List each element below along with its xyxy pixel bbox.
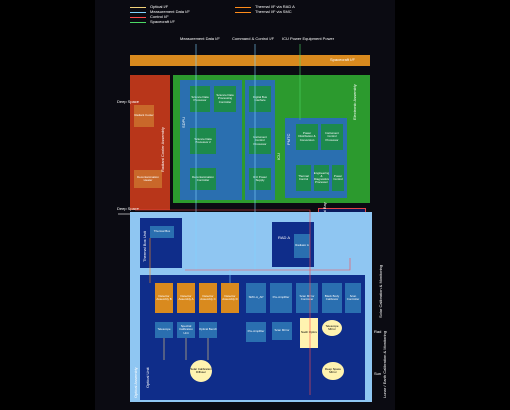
icu-power-label: ICU Power Equipment Power [282, 36, 335, 41]
detector-assembly-b: Detector Assembly B [155, 283, 173, 313]
legend-swatch-thermal-smc [235, 12, 251, 13]
pmtc-block-1: Power Distribution & Conversion [296, 124, 318, 150]
icu-block-3: ICU Power Supply [249, 168, 271, 190]
legend-label-thermal-rad: Thermal I/F via RAD A [255, 4, 295, 9]
telescope-block: Telescope [155, 322, 173, 338]
rad-label: Rad [374, 329, 382, 334]
detector-assembly-a: Detector Assembly A [177, 283, 195, 313]
legend-swatch-control [130, 17, 146, 18]
legend-label-measurement: Measurement Data I/F [150, 9, 190, 14]
sdpu-block-3: Science Data Processor 2 [190, 128, 216, 154]
spacecraft-if-label: Spacecraft I/F [330, 57, 355, 62]
solar-calibration-diffuser-block: Solar Calibration Diffuser [190, 360, 212, 382]
radiant-cooler-block: Radiant Cooler [134, 105, 154, 127]
measurement-data-if-label: Measurement Data I/F [180, 36, 220, 41]
legend-swatch-measurement [130, 12, 146, 13]
sdpu-block-4: Decontamination Controller [190, 168, 216, 190]
smc-a-ap-block: SMC-A_AP [246, 283, 266, 313]
sdpu-block-2: Science Data Processing Controller [214, 86, 236, 112]
icu-block-1: Digital Bus Interface [249, 86, 271, 112]
pmtc-block-5: Power Control [332, 165, 344, 191]
legend-swatch-thermal-rad [235, 7, 251, 8]
legend-label-optical: Optical I/F [150, 4, 169, 9]
deep-space-label-2: Deep Space [117, 206, 140, 211]
legend-label-thermal-smc: Thermal I/F via SMC [255, 9, 292, 14]
sdpu-block-1: Science Data Processor [190, 86, 210, 112]
optical-bench-block: Optical Bench [199, 322, 217, 338]
deep-space-mirror-block: Deep Space Mirror [322, 362, 344, 380]
nadir-optics-block: Nadir Optics [300, 318, 318, 348]
legend-swatch-spacecraft [130, 22, 146, 23]
radiator-a-block: Radiator A [294, 234, 310, 258]
deep-space-label-1: Deep Space [117, 99, 140, 104]
legend-label-spacecraft: Spacecraft I/F [150, 19, 175, 24]
pmtc-block-4: Engineering & Diagnostics Processor [314, 165, 329, 191]
legend-swatch-optical [130, 7, 146, 8]
pmtc-block-2: Instrument Control Processor [321, 124, 343, 150]
scan-mirror-block: Scan Mirror [272, 322, 292, 340]
legend-label-control: Control I/F [150, 14, 169, 19]
icu-block-2: Instrument Control Processor [249, 128, 271, 154]
black-body-calibrator-block: Black Body Calibrator [322, 283, 342, 313]
detector-assembly-d: Detector Assembly D [221, 283, 239, 313]
scan-mirror-controller-block: Scan Mirror Controller [296, 283, 318, 313]
pre-amplifier-block-2: Pre-Amplifier [246, 322, 266, 342]
rad-a-title: RAD A [278, 235, 291, 240]
decontamination-heater-block: Decontamination Heater [134, 170, 162, 188]
command-control-if-label: Command & Control I/F [232, 36, 275, 41]
spacecraft-if-bar [130, 55, 370, 66]
spectral-calibration-unit-block: Spectral Calibration Unit [177, 322, 195, 338]
control-line-2 [185, 258, 351, 271]
telescope-mirror-block: Telescope Mirror [322, 320, 342, 336]
thermal-box-block: Thermal Box [150, 226, 174, 238]
pre-amplifier-block-1: Pre-Amplifier [270, 283, 292, 313]
scan-controller-block: Scan Controller [345, 283, 361, 313]
sun-label: Sun [374, 371, 382, 376]
pmtc-block-3: Thermal Control [296, 165, 311, 191]
control-line-1 [135, 209, 311, 395]
detector-assembly-c: Detector Assembly C [199, 283, 217, 313]
